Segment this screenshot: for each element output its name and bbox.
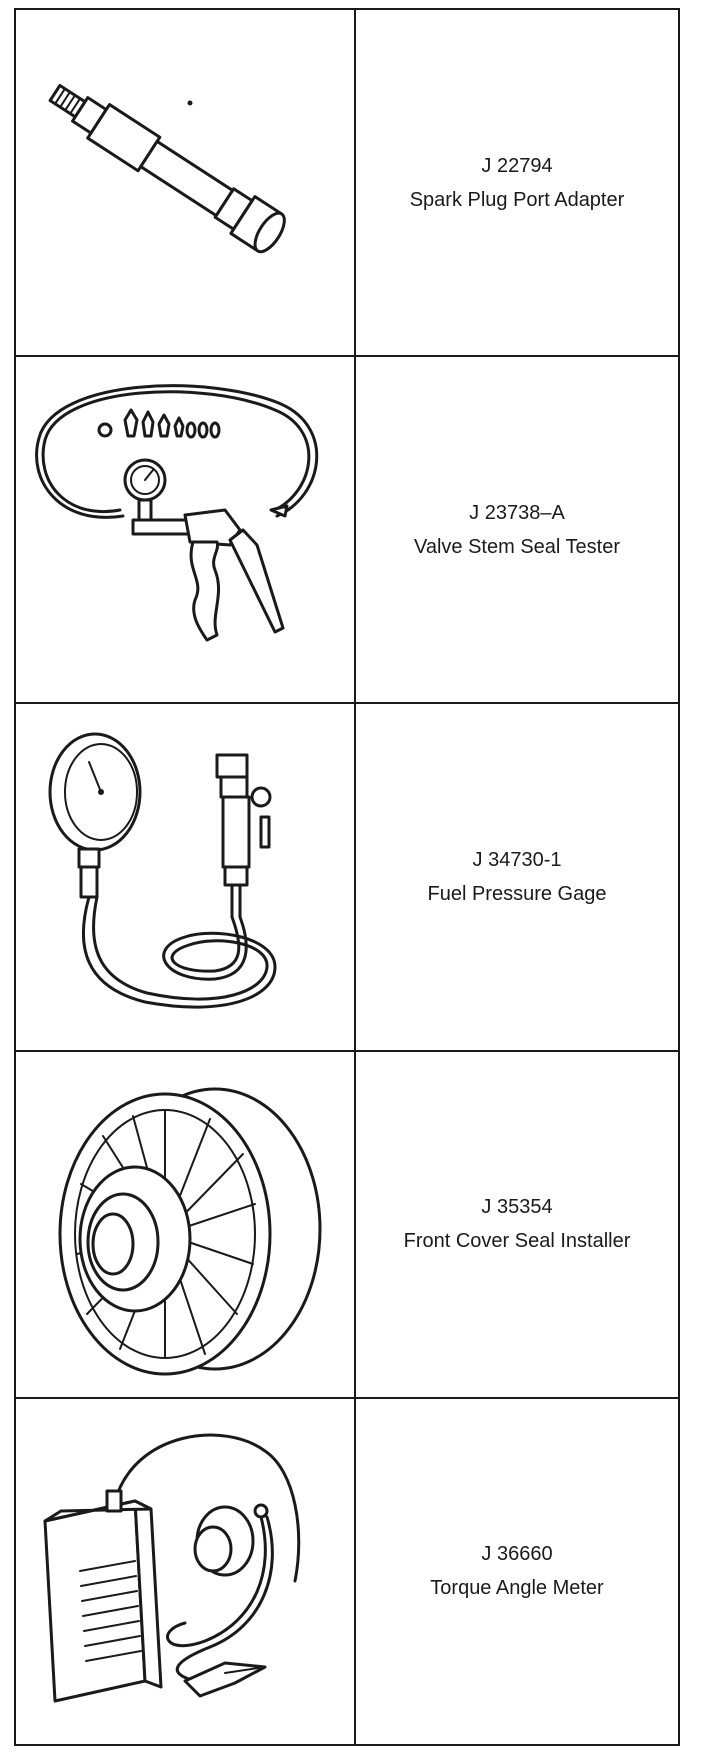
- tool-row: J 22794 Spark Plug Port Adapter: [16, 10, 678, 358]
- tool-image-cell: [16, 10, 356, 356]
- torque-angle-meter-icon: [43, 1433, 301, 1703]
- front-cover-seal-installer-icon: [58, 1087, 322, 1376]
- tool-row: J 23738–A Valve Stem Seal Tester: [16, 357, 678, 705]
- tool-name: Fuel Pressure Gage: [427, 883, 607, 905]
- tool-label-cell: J 23738–A Valve Stem Seal Tester: [356, 357, 678, 702]
- tool-number: J 23738–A: [469, 501, 565, 524]
- tool-row: J 35354 Front Cover Seal Installer: [16, 1051, 678, 1399]
- tool-label-cell: J 35354 Front Cover Seal Installer: [356, 1052, 678, 1397]
- valve-stem-seal-tester-icon: [35, 384, 319, 642]
- tool-row: J 36660 Torque Angle Meter: [16, 1398, 678, 1745]
- tool-image-cell: [16, 1398, 356, 1745]
- tool-table: J 22794 Spark Plug Port Adapter: [14, 8, 680, 1746]
- tool-name: Valve Stem Seal Tester: [413, 535, 621, 558]
- tool-name: Torque Angle Meter: [430, 1577, 604, 1600]
- tool-number: J 22794: [481, 154, 553, 177]
- tool-image-cell: [16, 357, 356, 703]
- tool-image-cell: [16, 1051, 356, 1397]
- tool-name: Front Cover Seal Installer: [403, 1230, 631, 1253]
- tool-label-cell: J 36660 Torque Angle Meter: [356, 1399, 678, 1744]
- fuel-pressure-gage-icon: [48, 732, 277, 1009]
- tool-label-cell: J 34730-1 Fuel Pressure Gage: [356, 704, 678, 1049]
- tool-row: J 34730-1 Fuel Pressure Gage: [16, 704, 678, 1052]
- tool-number: J 35354: [481, 1196, 553, 1219]
- tool-label-cell: J 22794 Spark Plug Port Adapter: [356, 10, 678, 355]
- spark-plug-port-adapter-icon: [48, 83, 286, 253]
- tool-name: Spark Plug Port Adapter: [409, 188, 625, 211]
- tool-number: J 34730-1: [472, 849, 562, 871]
- tool-image-cell: [16, 704, 356, 1050]
- tool-number: J 36660: [481, 1543, 553, 1566]
